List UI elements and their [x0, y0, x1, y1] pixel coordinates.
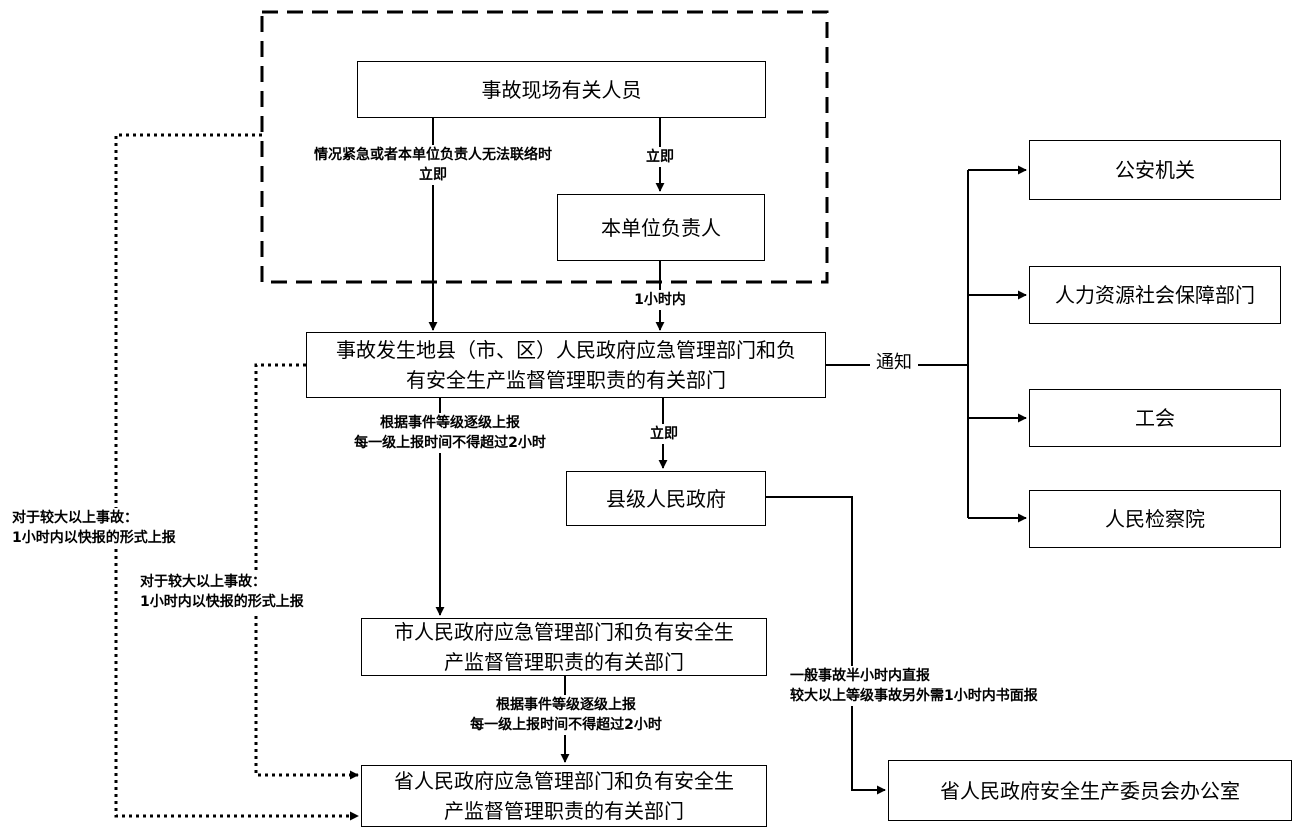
box-city-dept-line1: 市人民政府应急管理部门和负有安全生 — [394, 620, 734, 644]
label-immediately-2: 立即 — [643, 424, 685, 444]
box-procuratorate: 人民检察院 — [1029, 490, 1281, 548]
arrow-county-gov-to-safety-office — [766, 496, 886, 795]
label-escalate-1-line2: 每一级上报时间不得超过2小时 — [354, 435, 546, 451]
box-city-dept: 市人民政府应急管理部门和负有安全生 产监督管理职责的有关部门 — [361, 618, 767, 676]
label-major-inner: 对于较大以上事故： 1小时内以快报的形式上报 — [140, 572, 304, 612]
unit-boundary — [260, 10, 829, 284]
label-escalate-2-line2: 每一级上报时间不得超过2小时 — [470, 717, 662, 733]
label-notify-text: 通知 — [876, 352, 912, 373]
box-union-text: 工会 — [1135, 406, 1175, 430]
box-province-safety-office: 省人民政府安全生产委员会办公室 — [888, 760, 1292, 821]
box-procuratorate-text: 人民检察院 — [1105, 507, 1205, 531]
box-province-dept-line2: 产监督管理职责的有关部门 — [444, 799, 684, 823]
box-county-gov-text: 县级人民政府 — [606, 486, 726, 511]
box-city-dept-line2: 产监督管理职责的有关部门 — [444, 650, 684, 674]
label-emergency-line2: 立即 — [419, 167, 447, 183]
box-county-dept: 事故发生地县（市、区）人民政府应急管理部门和负 有安全生产监督管理职责的有关部门 — [306, 332, 826, 398]
box-province-dept-line1: 省人民政府应急管理部门和负有安全生 — [394, 769, 734, 793]
box-scene-personnel-text: 事故现场有关人员 — [481, 77, 642, 102]
label-immediately-1: 立即 — [636, 147, 684, 167]
box-hr-social: 人力资源社会保障部门 — [1029, 266, 1281, 324]
box-scene-personnel: 事故现场有关人员 — [357, 61, 766, 118]
dotted-county-dept-to-province-dept — [254, 363, 359, 780]
label-within-1h-text: 1小时内 — [634, 292, 686, 308]
dotted-scene-to-province-dept — [114, 133, 359, 821]
label-immediately-1-text: 立即 — [646, 149, 674, 165]
label-escalate-1-line1: 根据事件等级逐级上报 — [380, 415, 520, 431]
label-notify: 通知 — [868, 353, 920, 373]
box-province-safety-office-text: 省人民政府安全生产委员会办公室 — [940, 778, 1240, 803]
label-escalate-1: 根据事件等级逐级上报 每一级上报时间不得超过2小时 — [340, 413, 560, 453]
label-major-outer: 对于较大以上事故： 1小时内以快报的形式上报 — [12, 508, 176, 548]
label-direct-report: 一般事故半小时内直报 较大以上等级事故另外需1小时内书面报 — [790, 666, 1038, 706]
label-emergency: 情况紧急或者本单位负责人无法联络时 立即 — [278, 145, 588, 185]
box-county-dept-line1: 事故发生地县（市、区）人民政府应急管理部门和负 — [336, 338, 796, 362]
box-county-gov: 县级人民政府 — [566, 471, 766, 526]
box-province-dept: 省人民政府应急管理部门和负有安全生 产监督管理职责的有关部门 — [361, 765, 767, 827]
label-major-outer-line2: 1小时内以快报的形式上报 — [12, 530, 176, 546]
label-major-outer-line1: 对于较大以上事故： — [12, 510, 138, 526]
label-within-1h: 1小时内 — [622, 290, 698, 310]
box-county-dept-line2: 有安全生产监督管理职责的有关部门 — [406, 368, 726, 392]
label-major-inner-line1: 对于较大以上事故： — [140, 574, 266, 590]
box-unit-leader-text: 本单位负责人 — [601, 215, 721, 240]
label-escalate-2-line1: 根据事件等级逐级上报 — [496, 697, 636, 713]
label-direct-report-line2: 较大以上等级事故另外需1小时内书面报 — [790, 688, 1038, 704]
label-major-inner-line2: 1小时内以快报的形式上报 — [140, 594, 304, 610]
box-police-text: 公安机关 — [1115, 158, 1195, 182]
box-hr-social-text: 人力资源社会保障部门 — [1055, 283, 1255, 307]
label-escalate-2: 根据事件等级逐级上报 每一级上报时间不得超过2小时 — [456, 695, 676, 735]
label-immediately-2-text: 立即 — [650, 426, 678, 442]
label-emergency-line1: 情况紧急或者本单位负责人无法联络时 — [314, 147, 552, 163]
box-union: 工会 — [1029, 389, 1281, 447]
box-unit-leader: 本单位负责人 — [557, 194, 765, 261]
label-direct-report-line1: 一般事故半小时内直报 — [790, 668, 930, 684]
box-police: 公安机关 — [1029, 140, 1281, 200]
